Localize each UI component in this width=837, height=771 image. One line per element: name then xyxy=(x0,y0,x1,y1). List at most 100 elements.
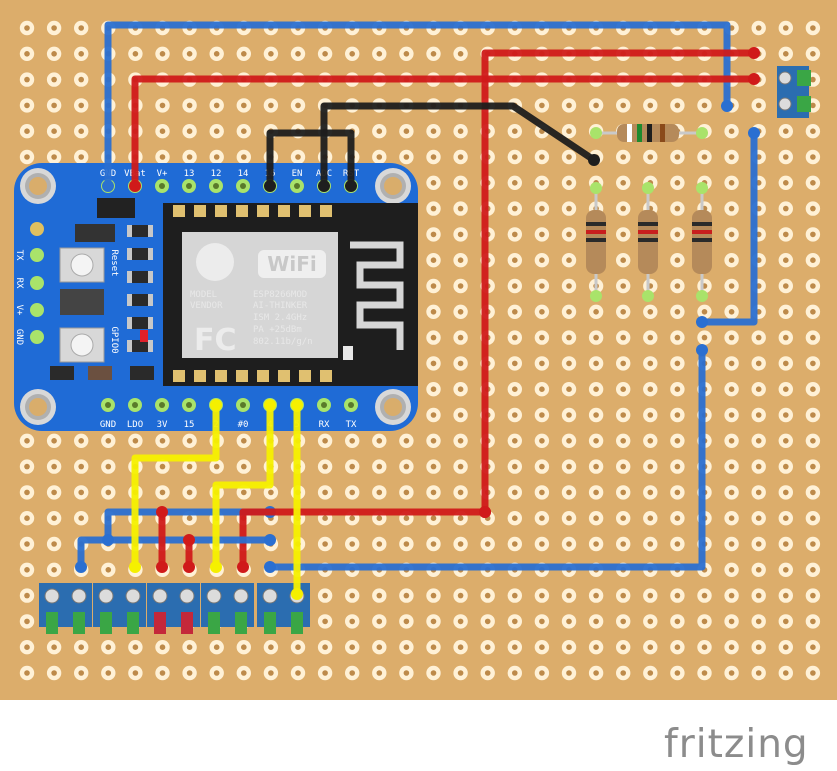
mount-hole-board xyxy=(29,177,47,195)
pad-hole xyxy=(647,515,654,521)
pad-hole xyxy=(295,154,301,160)
top-pin-hole xyxy=(294,183,300,189)
chip-text: PA +25dBm xyxy=(253,325,302,335)
pad-hole xyxy=(24,567,30,573)
pad-hole xyxy=(457,489,464,496)
pad-hole xyxy=(539,360,545,367)
mount-hole-board xyxy=(29,398,47,416)
cap xyxy=(130,366,154,380)
pad-hole xyxy=(728,541,735,547)
wire-end xyxy=(183,561,195,573)
pad-hole xyxy=(512,592,518,599)
pad-hole xyxy=(512,180,518,186)
esp8266-huzzah-module[interactable]: GNDGNDVBatLDOV+3V131512214#0164EN5ADCRXR… xyxy=(14,163,418,431)
pad-hole xyxy=(566,670,572,676)
terminal-screw-head xyxy=(44,588,60,604)
chip-text: 802.11b/g/n xyxy=(253,337,313,347)
pad-hole xyxy=(268,489,274,496)
wire-end xyxy=(156,506,168,518)
pad-hole xyxy=(403,51,410,57)
pad-hole xyxy=(186,515,193,521)
pad-hole xyxy=(78,154,84,160)
castellation xyxy=(278,205,290,217)
pad-hole xyxy=(539,489,545,496)
pad-hole xyxy=(620,360,626,367)
pad-hole xyxy=(783,25,789,31)
pad-hole xyxy=(186,102,193,109)
pad-hole xyxy=(566,438,572,444)
pad-hole xyxy=(810,128,816,134)
smd-end xyxy=(148,225,153,237)
led xyxy=(140,330,148,342)
pad-hole xyxy=(783,489,789,496)
castellation xyxy=(194,370,206,382)
pad-hole xyxy=(349,489,356,496)
pad-hole xyxy=(566,541,572,547)
pad-hole xyxy=(728,592,735,599)
pad-hole xyxy=(810,567,816,573)
pad-hole xyxy=(674,257,681,264)
pad-hole xyxy=(322,670,328,676)
pad-hole xyxy=(430,128,437,134)
pad-hole xyxy=(728,386,735,393)
wire-end xyxy=(129,561,141,573)
pad-hole xyxy=(566,489,572,496)
wifi-badge: WiFi xyxy=(267,252,316,276)
pad-hole xyxy=(430,541,437,547)
bottom-pin-label: LDO xyxy=(127,420,143,430)
pad-hole xyxy=(78,51,84,57)
pad-hole xyxy=(430,618,437,625)
castellation xyxy=(257,205,269,217)
terminal-screw-head xyxy=(125,588,141,604)
wire-end xyxy=(210,399,222,411)
castellation xyxy=(173,205,185,217)
pad-hole xyxy=(512,463,518,470)
pad-hole xyxy=(322,438,328,444)
pad-hole xyxy=(24,644,30,650)
pad-hole xyxy=(24,592,30,599)
pad-hole xyxy=(105,463,112,470)
pad-hole xyxy=(593,334,599,341)
left-pin-label: GND xyxy=(14,329,24,345)
pad-hole xyxy=(539,463,545,470)
pad-hole xyxy=(512,334,518,341)
pad-hole xyxy=(810,463,816,470)
pad-hole xyxy=(783,412,789,418)
pad-hole xyxy=(322,644,328,650)
pad-hole xyxy=(430,489,437,496)
pad-hole xyxy=(783,463,789,470)
castellation xyxy=(257,370,269,382)
pad-hole xyxy=(539,386,545,393)
pad-hole xyxy=(755,386,762,393)
pad-hole xyxy=(783,644,789,650)
pad-hole xyxy=(213,644,220,650)
fritzing-logo: fritzing xyxy=(664,722,809,767)
pad-hole xyxy=(78,438,84,444)
pad-hole xyxy=(728,463,735,470)
pad-hole xyxy=(186,644,193,650)
pad-hole xyxy=(78,25,84,31)
left-pin-label: RX xyxy=(14,278,24,289)
pad-hole xyxy=(186,128,193,134)
pad-hole xyxy=(810,154,816,160)
pad-hole xyxy=(755,618,762,625)
top-pin-label: 13 xyxy=(184,169,195,179)
castellation xyxy=(320,370,332,382)
pad-hole xyxy=(295,670,301,676)
pad-hole xyxy=(349,592,356,599)
pad-hole xyxy=(539,102,545,109)
pad-hole xyxy=(728,257,735,264)
pad-hole xyxy=(647,334,654,341)
pad-hole xyxy=(674,670,681,676)
pad-hole xyxy=(620,154,626,160)
pad-hole xyxy=(593,463,599,470)
smd-end xyxy=(148,317,153,329)
pad-hole xyxy=(430,438,437,444)
castellation xyxy=(320,205,332,217)
pad-hole xyxy=(647,309,654,315)
pad-hole xyxy=(701,670,708,676)
resistor-band xyxy=(692,238,712,242)
pad-hole xyxy=(268,644,274,650)
pad-hole xyxy=(620,334,626,341)
pad-hole xyxy=(566,231,572,238)
